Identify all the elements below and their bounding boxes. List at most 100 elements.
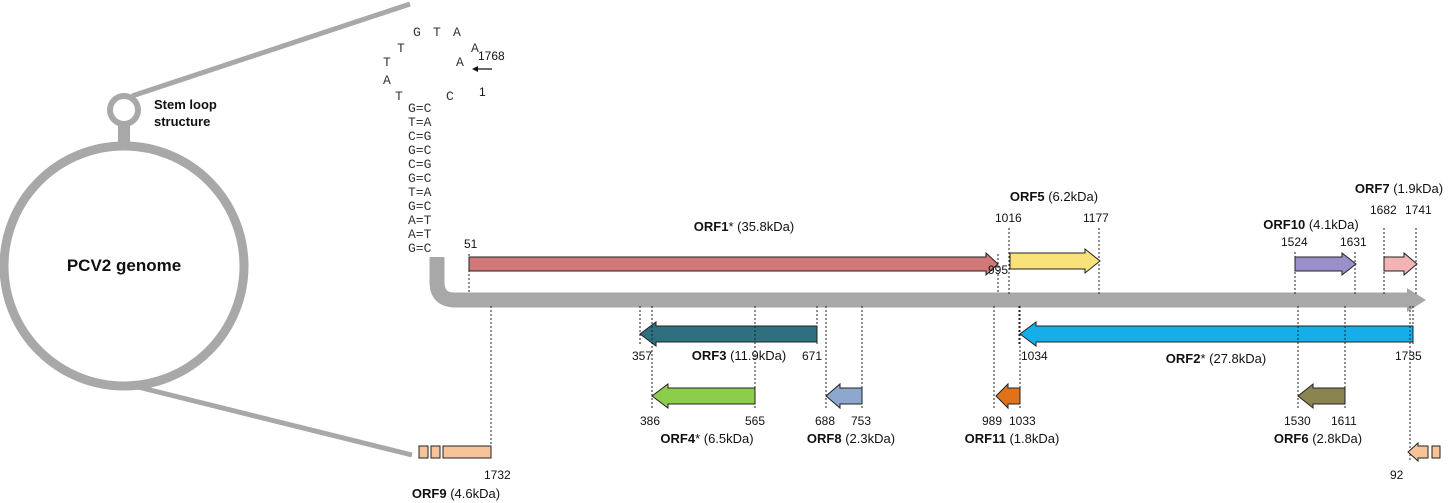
orf7-feature: 1682 1741 ORF7 (1.9kDa) xyxy=(1355,181,1443,294)
orf1-arrow xyxy=(468,251,999,277)
orf6-feature: 1530 1611 ORF6 (2.8kDa) xyxy=(1274,306,1362,446)
orf6-start: 1530 xyxy=(1284,414,1311,428)
orf10-arrow xyxy=(1294,251,1357,277)
orf8-start: 688 xyxy=(815,414,835,428)
loop-base: T xyxy=(433,25,441,40)
orf5-label: ORF5 (6.2kDa) xyxy=(1010,189,1098,204)
orf11-feature: 989 1033 ORF11 (1.8kDa) xyxy=(965,306,1060,446)
orf11-label: ORF11 (1.8kDa) xyxy=(965,431,1060,446)
orf1-star: * xyxy=(728,219,733,234)
loop-base: A xyxy=(471,41,479,56)
orf10-name: ORF10 xyxy=(1263,217,1305,232)
orf11-arrow xyxy=(995,382,1021,410)
loop-sequence: G T A T A T A A T C xyxy=(383,25,479,104)
orf5-name: ORF5 xyxy=(1010,189,1045,204)
orf8-kda: (2.3kDa) xyxy=(845,431,895,446)
orf2-kda: (27.8kDa) xyxy=(1209,351,1266,366)
orf11-start: 989 xyxy=(982,414,1002,428)
stem-pair: G=C xyxy=(408,199,432,214)
orf10-feature: 1524 1631 ORF10 (4.1kDa) xyxy=(1263,217,1367,294)
orf11-end: 1033 xyxy=(1009,414,1036,428)
orf9-label: ORF9 (4.6kDa) xyxy=(412,486,500,501)
loop-base: A xyxy=(456,55,464,70)
orf6-arrow xyxy=(1297,382,1346,410)
orf10-start: 1524 xyxy=(1281,235,1308,249)
orf11-name: ORF11 xyxy=(965,431,1006,446)
loop-base: G xyxy=(413,25,421,40)
orf3-label: ORF3 (11.9kDa) xyxy=(692,348,786,363)
orf5-kda: (6.2kDa) xyxy=(1048,189,1098,204)
position-1: 1 xyxy=(479,85,486,99)
orf3-start: 357 xyxy=(632,349,652,363)
orf4-star: * xyxy=(695,431,700,446)
stem-pair: G=C xyxy=(408,101,432,116)
orf1-kda: (35.8kDa) xyxy=(737,219,794,234)
loop-base: C xyxy=(446,89,454,104)
orf10-kda: (4.1kDa) xyxy=(1309,217,1359,232)
orf9-start: 92 xyxy=(1390,468,1404,482)
stem-pair: G=C xyxy=(408,171,432,186)
loop-base: T xyxy=(383,55,391,70)
orf2-name: ORF2 xyxy=(1166,351,1201,366)
stem-pair: C=G xyxy=(408,129,431,144)
orf9-segment xyxy=(1431,445,1441,459)
orf4-name: ORF4 xyxy=(660,431,695,446)
orf5-arrow xyxy=(1009,247,1101,275)
orf9-segment xyxy=(442,445,492,459)
orf7-arrow xyxy=(1383,251,1418,277)
stem-loop-bulb xyxy=(107,93,141,127)
stem-pair: C=G xyxy=(408,157,431,172)
orf9-end: 1732 xyxy=(484,468,511,482)
orf4-arrow xyxy=(651,383,756,409)
orf5-start: 1016 xyxy=(995,211,1022,225)
orf1-end: 995 xyxy=(988,263,1008,277)
orf10-end: 1631 xyxy=(1340,235,1367,249)
orf1-label: ORF1* (35.8kDa) xyxy=(694,219,794,234)
stem-loop-label-line1: Stem loop xyxy=(154,97,217,112)
stem-pair: T=A xyxy=(408,185,432,200)
loop-base: T xyxy=(397,41,405,56)
orf9-arrow xyxy=(1407,441,1429,463)
orf3-kda: (11.9kDa) xyxy=(730,348,786,363)
genome-label: PCV2 genome xyxy=(67,256,181,275)
orf9-kda: (4.6kDa) xyxy=(450,486,500,501)
orf10-label: ORF10 (4.1kDa) xyxy=(1263,217,1358,232)
position-1768: 1768 xyxy=(478,49,505,63)
stem-pair: G=C xyxy=(408,241,432,256)
loop-base: A xyxy=(383,73,391,88)
orf2-end: 1735 xyxy=(1395,349,1422,363)
orf7-start: 1682 xyxy=(1370,203,1397,217)
backbone-arrowhead xyxy=(1407,288,1426,312)
orf9-name: ORF9 xyxy=(412,486,447,501)
orf8-label: ORF8 (2.3kDa) xyxy=(807,431,895,446)
stem-pair: G=C xyxy=(408,143,432,158)
stem-pair: A=T xyxy=(408,213,432,228)
orf2-star: * xyxy=(1200,351,1205,366)
loop-base: A xyxy=(453,25,461,40)
zoom-line-bottom xyxy=(129,382,413,458)
stem-pair: A=T xyxy=(408,227,432,242)
orf9-segment xyxy=(418,445,429,459)
stem-loop-label-line2: structure xyxy=(154,114,210,129)
stem-pair: T=A xyxy=(408,115,432,130)
orf3-arrow xyxy=(639,321,818,347)
stem-neck xyxy=(118,120,130,150)
arrow-left-icon xyxy=(472,66,492,72)
orf9-feature: 1732 ORF9 (4.6kDa) 92 xyxy=(412,306,1441,501)
orf7-end: 1741 xyxy=(1405,203,1432,217)
orf4-label: ORF4* (6.5kDa) xyxy=(660,431,753,446)
orf9-segment xyxy=(430,445,441,459)
orf6-name: ORF6 xyxy=(1274,431,1309,446)
orf3-name: ORF3 xyxy=(692,348,727,363)
orf1-name: ORF1 xyxy=(694,219,729,234)
orf1-start: 51 xyxy=(464,237,478,251)
orf4-start: 386 xyxy=(640,414,660,428)
orf7-kda: (1.9kDa) xyxy=(1393,181,1443,196)
orf2-label: ORF2* (27.8kDa) xyxy=(1166,351,1266,366)
genome-backbone xyxy=(429,257,1410,308)
orf3-end: 671 xyxy=(802,349,822,363)
orf8-feature: 688 753 ORF8 (2.3kDa) xyxy=(807,306,895,446)
orf6-label: ORF6 (2.8kDa) xyxy=(1274,431,1362,446)
orf7-label: ORF7 (1.9kDa) xyxy=(1355,181,1443,196)
